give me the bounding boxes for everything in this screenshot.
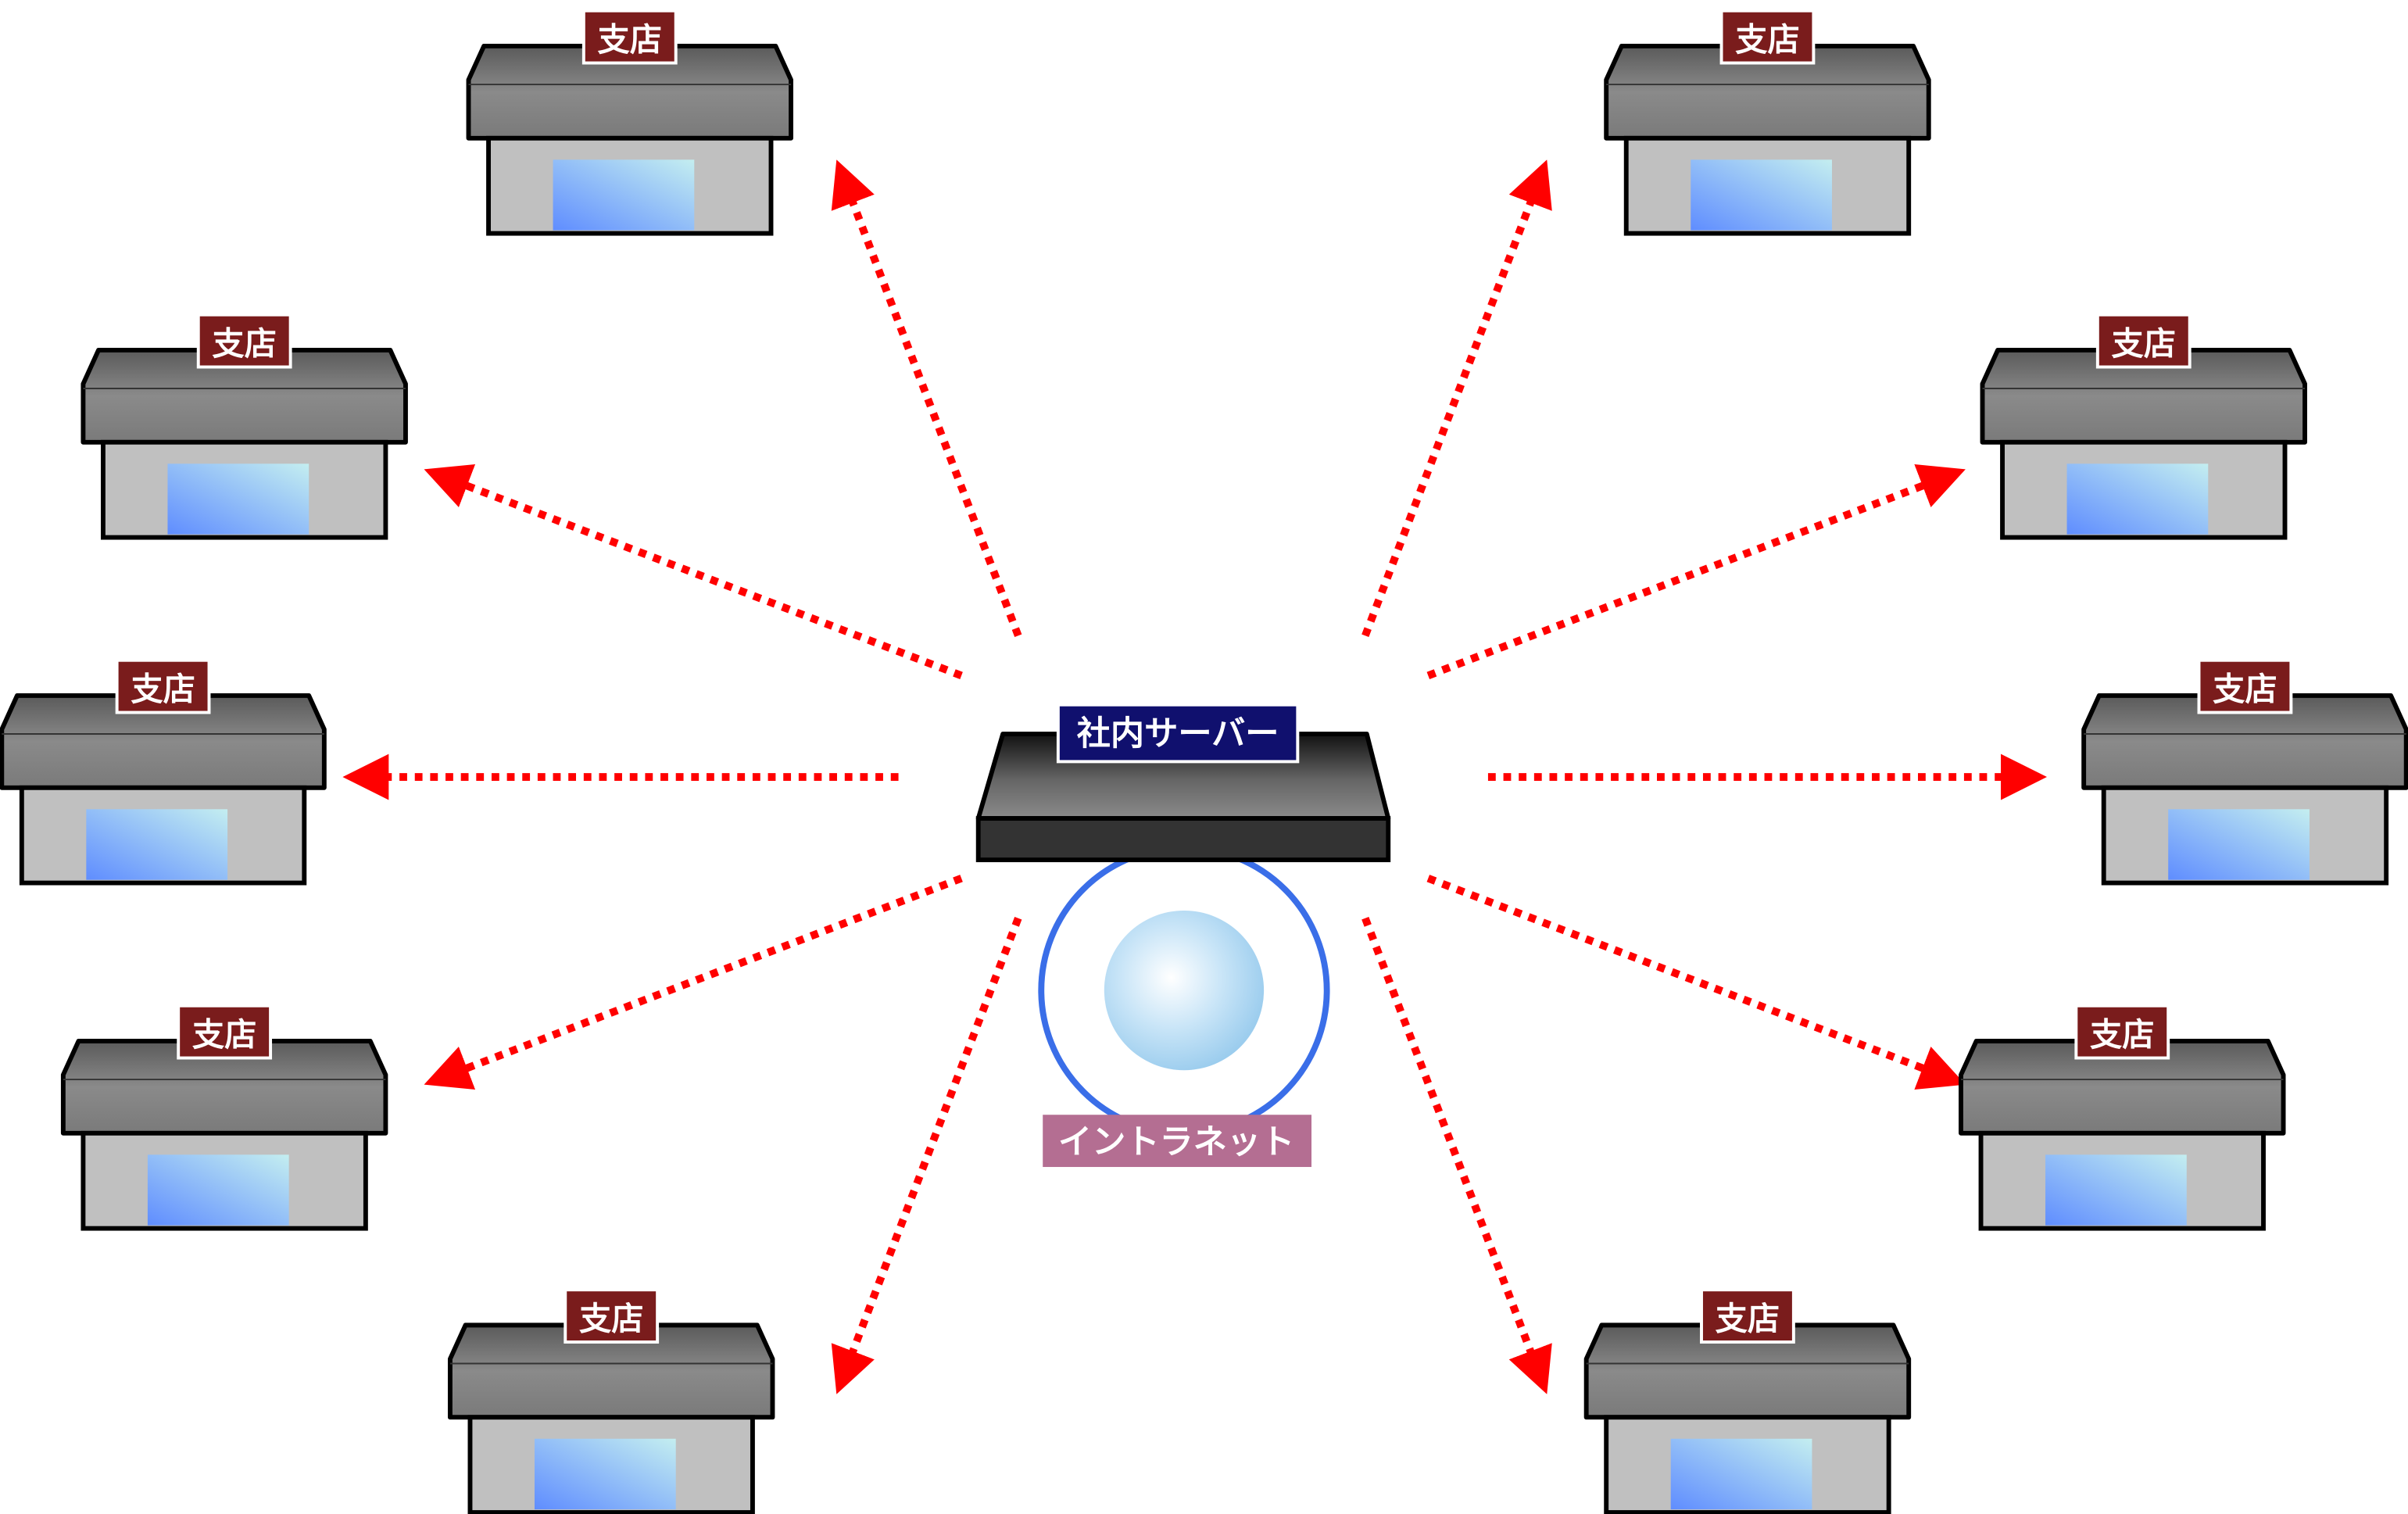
arrow-to-lower-right — [1426, 875, 1966, 1090]
branch-store: 支店 — [450, 1288, 773, 1512]
branch-store: 支店 — [2084, 658, 2406, 883]
branch-label: 支店 — [579, 1300, 644, 1337]
branch-store: 支店 — [83, 313, 406, 538]
branch-store: 支店 — [2, 658, 324, 883]
branch-store: 支店 — [469, 9, 792, 234]
branch-label: 支店 — [212, 325, 277, 363]
branch-label: 支店 — [1716, 1300, 1780, 1337]
arrow-to-top-left — [831, 159, 1022, 638]
arrow-to-top-right — [1361, 159, 1552, 638]
globe-icon — [1104, 910, 1265, 1071]
intranet: イントラネット — [1038, 844, 1330, 1168]
branch-label: 支店 — [2112, 325, 2177, 363]
branch-label: 支店 — [131, 671, 195, 708]
arrow-to-bottom-right — [1361, 917, 1552, 1394]
branch-label: 支店 — [2213, 671, 2277, 708]
arrow-to-upper-right — [1426, 464, 1966, 679]
arrow-to-lower-left — [424, 875, 963, 1090]
branch-label: 支店 — [598, 21, 663, 59]
arrow-to-bottom-left — [831, 917, 1022, 1394]
server-base — [975, 816, 1391, 863]
branch-store: 支店 — [1587, 1288, 1909, 1512]
server-label: 社内サーバー — [1077, 714, 1279, 753]
arrows — [342, 159, 2048, 1394]
branch-store: 支店 — [1961, 1004, 2284, 1229]
arrow-to-upper-left — [424, 464, 963, 679]
branch-store: 支店 — [1983, 313, 2306, 538]
branch-label: 支店 — [192, 1016, 257, 1054]
server: 社内サーバー — [975, 703, 1391, 863]
intranet-label: イントラネット — [1058, 1122, 1294, 1161]
server-label-bg — [1056, 703, 1300, 764]
branch-store: 支店 — [63, 1004, 386, 1229]
branch-label: 支店 — [1735, 21, 1800, 59]
branch-label: 支店 — [2090, 1016, 2155, 1054]
branch-store: 支店 — [1606, 9, 1929, 234]
intranet-label-bg — [1043, 1115, 1312, 1168]
